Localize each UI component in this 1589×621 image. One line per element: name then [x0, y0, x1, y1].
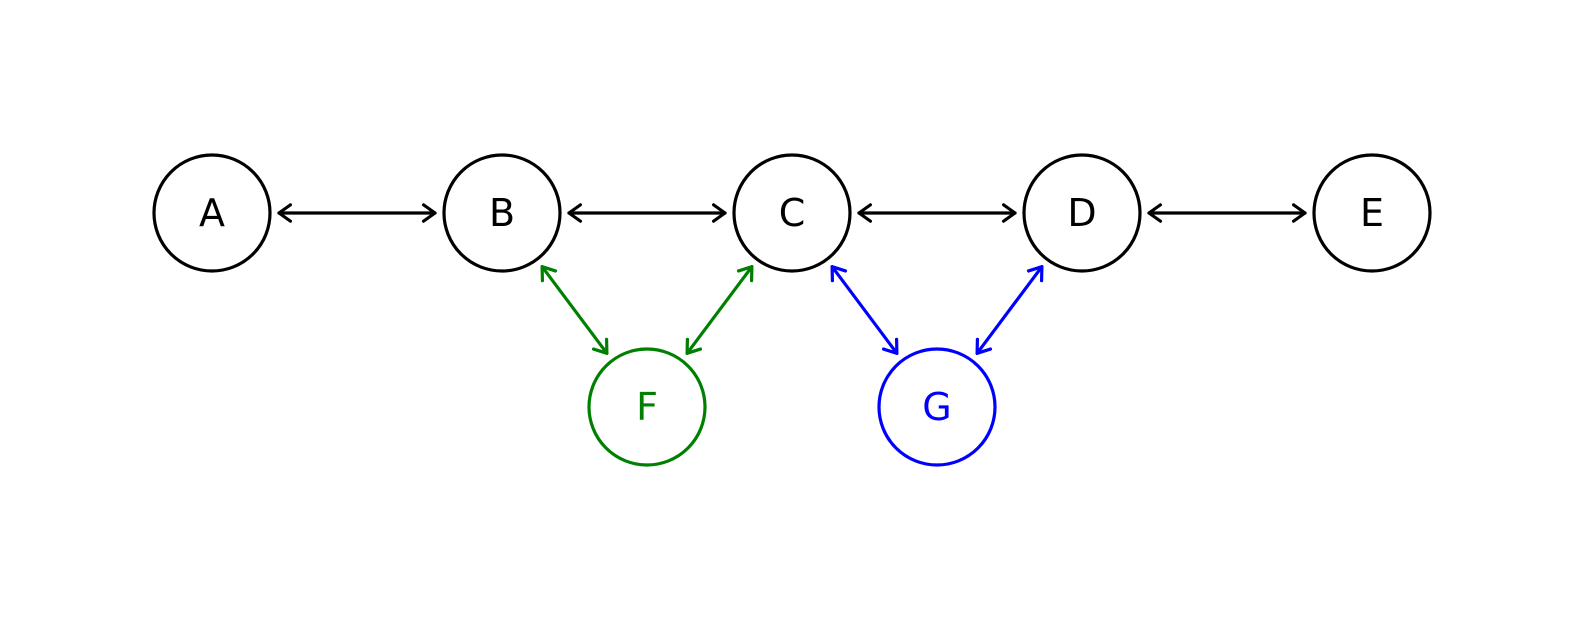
- edge-line: [830, 265, 899, 355]
- edge-b-c: [567, 203, 727, 223]
- arrowhead-icon: [830, 265, 848, 283]
- arrowhead-icon: [1002, 203, 1017, 223]
- node-circle: [1022, 153, 1142, 273]
- node-circle: [1312, 153, 1432, 273]
- node-circle: [587, 347, 707, 467]
- arrowhead-icon: [685, 337, 703, 355]
- nodes-layer: A B C D E F G: [152, 153, 1432, 467]
- edge-b-f: [540, 265, 609, 355]
- arrowhead-icon: [712, 203, 727, 223]
- node-label: F: [636, 385, 658, 429]
- node-label: G: [922, 385, 951, 429]
- node-c: C: [732, 153, 852, 273]
- edge-g-d: [975, 265, 1044, 355]
- edge-d-e: [1147, 203, 1307, 223]
- arrowhead-icon: [567, 203, 582, 223]
- arrowhead-icon: [1292, 203, 1307, 223]
- arrowhead-icon: [857, 203, 872, 223]
- edge-c-g: [830, 265, 899, 355]
- node-label: D: [1067, 191, 1096, 235]
- node-f: F: [587, 347, 707, 467]
- arrowhead-icon: [591, 337, 609, 355]
- edge-f-c: [685, 265, 754, 355]
- node-g: G: [877, 347, 997, 467]
- node-label: E: [1360, 191, 1384, 235]
- node-label: C: [779, 191, 806, 235]
- node-circle: [152, 153, 272, 273]
- edge-line: [540, 265, 609, 355]
- arrowhead-icon: [881, 337, 899, 355]
- arrowhead-icon: [422, 203, 437, 223]
- node-a: A: [152, 153, 272, 273]
- arrowhead-icon: [736, 265, 754, 283]
- node-circle: [442, 153, 562, 273]
- node-b: B: [442, 153, 562, 273]
- edge-line: [685, 265, 754, 355]
- arrowhead-icon: [277, 203, 292, 223]
- edges-layer: [277, 203, 1307, 355]
- edge-c-d: [857, 203, 1017, 223]
- arrowhead-icon: [1026, 265, 1044, 283]
- node-e: E: [1312, 153, 1432, 273]
- node-circle: [732, 153, 852, 273]
- edge-line: [975, 265, 1044, 355]
- node-circle: [877, 347, 997, 467]
- arrowhead-icon: [1147, 203, 1162, 223]
- arrowhead-icon: [975, 337, 993, 355]
- node-d: D: [1022, 153, 1142, 273]
- arrowhead-icon: [540, 265, 558, 283]
- edge-a-b: [277, 203, 437, 223]
- node-label: B: [489, 191, 515, 235]
- node-label: A: [199, 191, 225, 235]
